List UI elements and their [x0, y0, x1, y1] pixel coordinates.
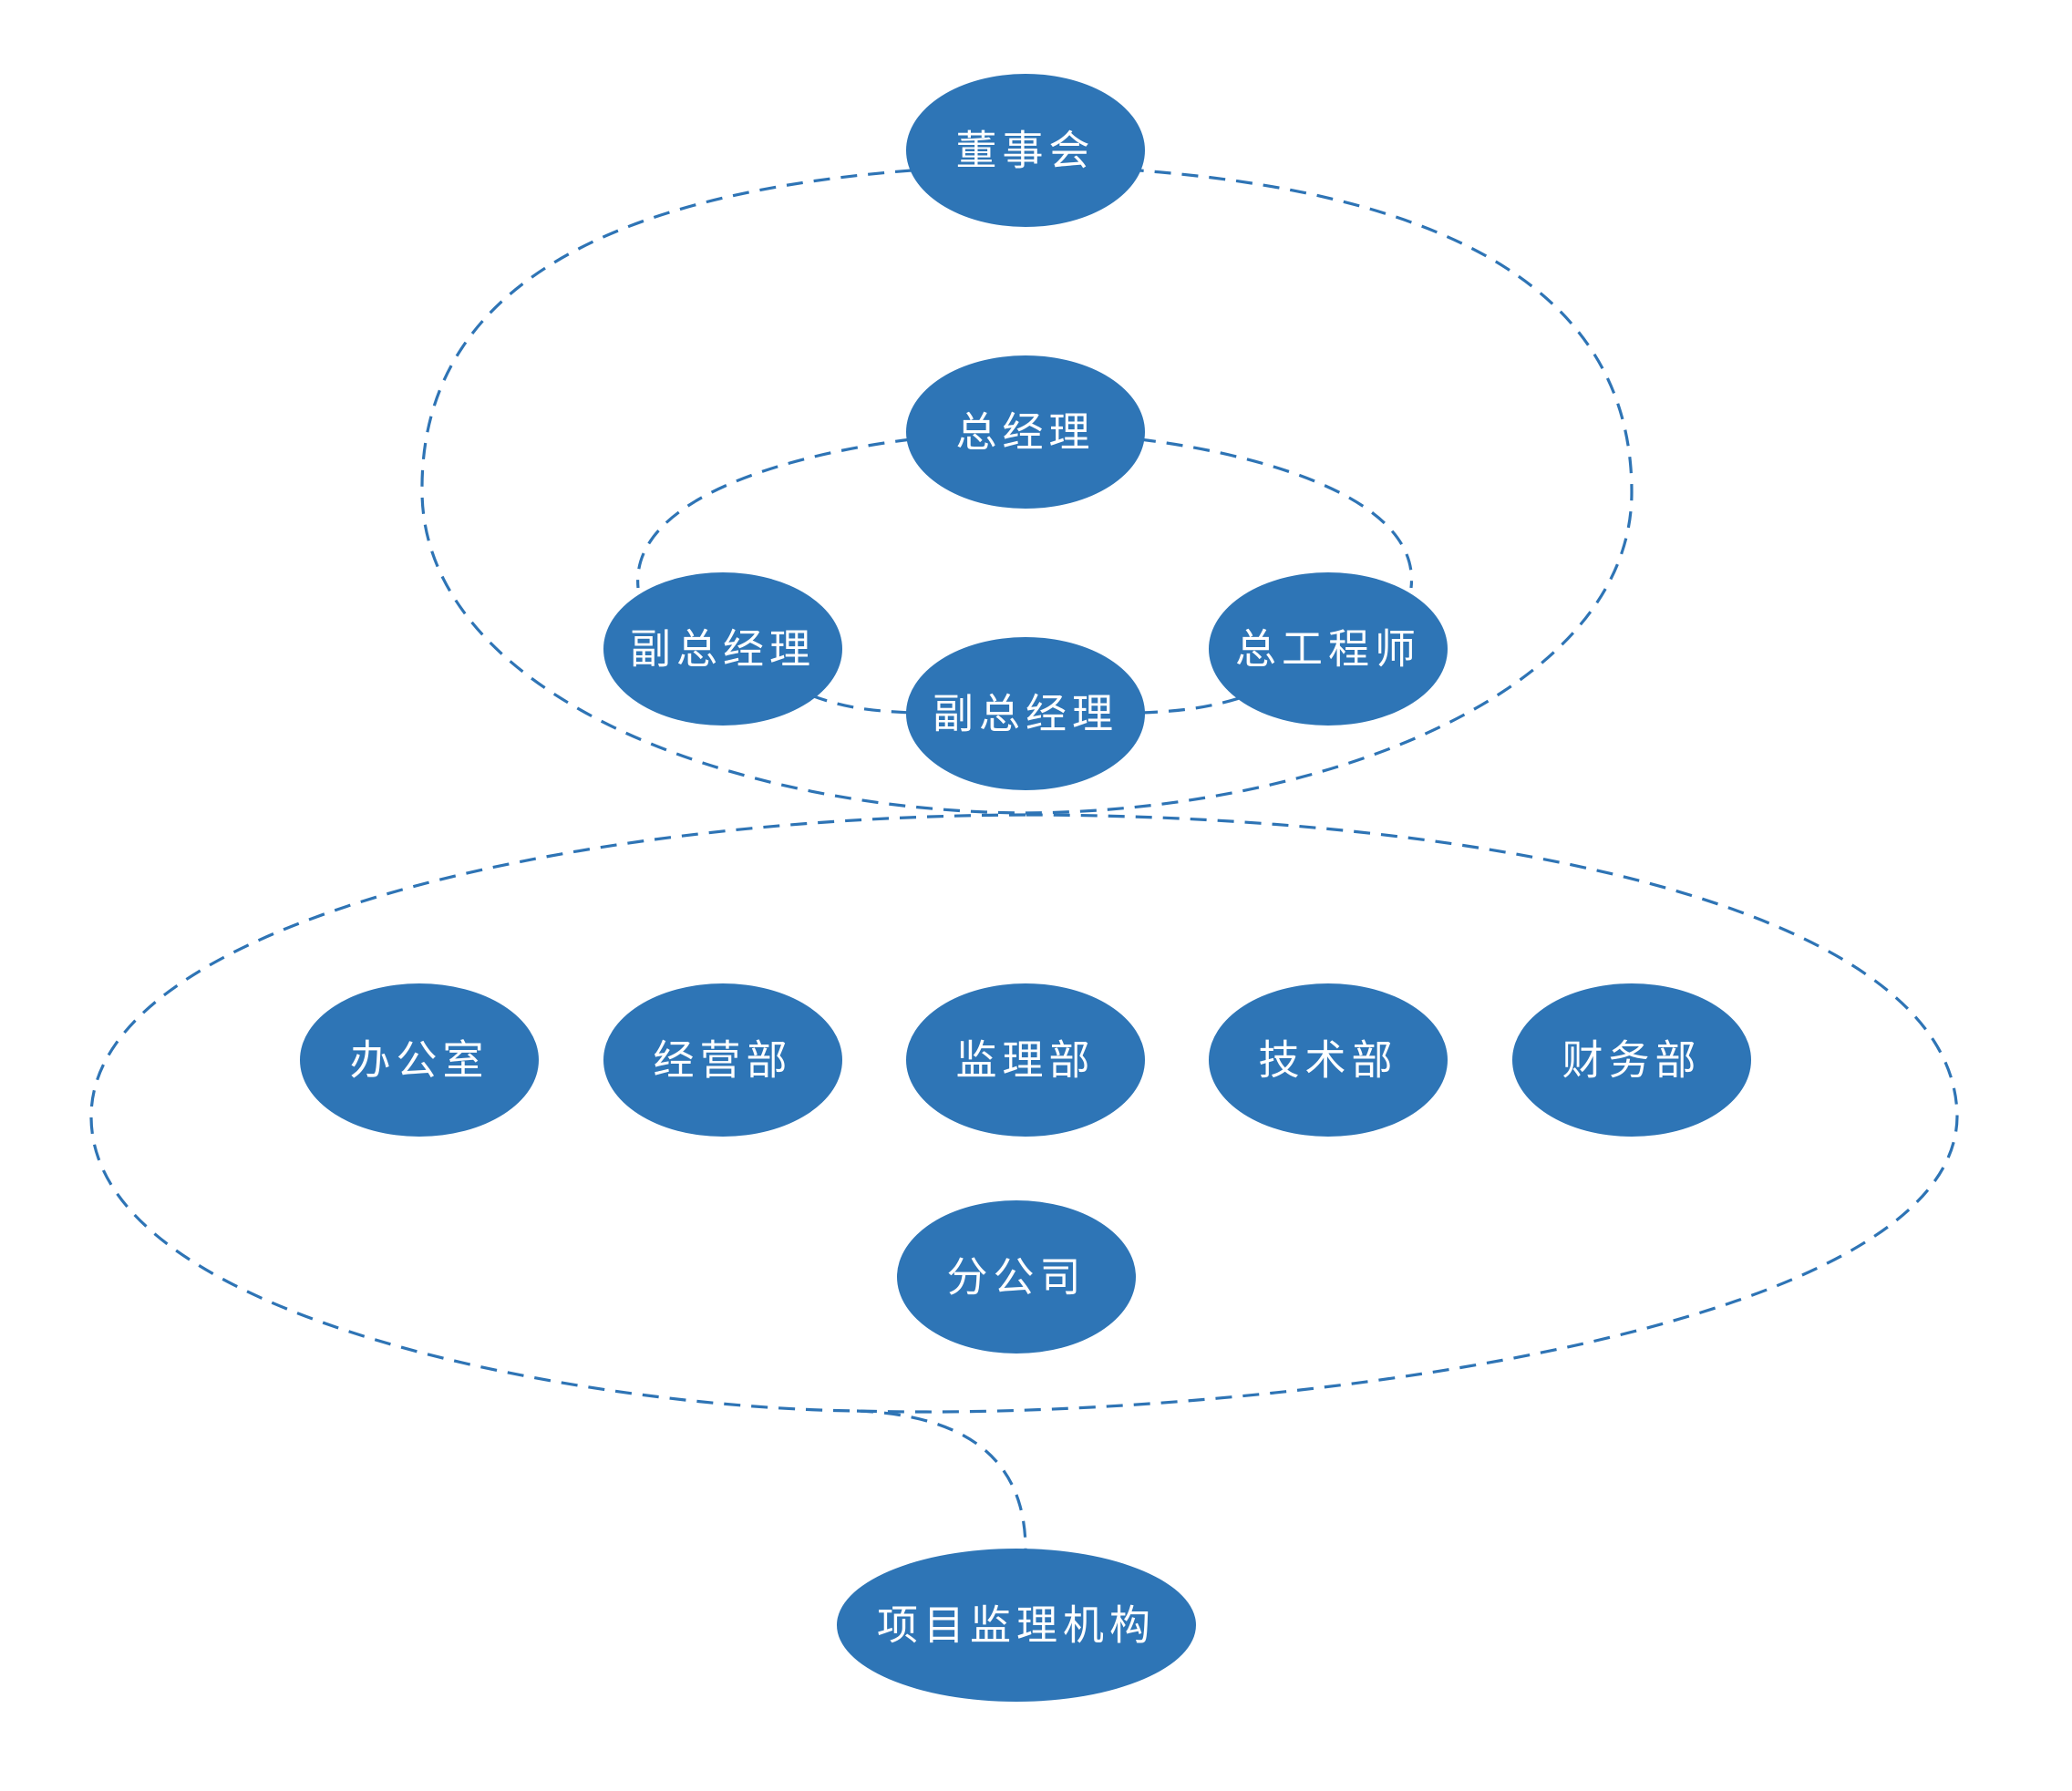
node-deputy-gm-center: 副总经理 — [906, 637, 1145, 790]
connector-project-agency — [856, 1409, 1027, 1550]
node-business-dept-shape — [603, 983, 842, 1137]
node-finance-dept-label: 财务部 — [1562, 1036, 1701, 1085]
node-deputy-gm-left-shape — [603, 572, 842, 726]
connector-deputy-left-center — [810, 694, 912, 715]
node-branch-label: 分公司 — [946, 1253, 1086, 1302]
node-chief-engineer-label: 总工程师 — [1235, 625, 1421, 674]
node-deputy-gm-center-shape — [906, 637, 1145, 790]
node-technical-dept-shape — [1209, 983, 1448, 1137]
node-deputy-gm-left: 副总经理 — [603, 572, 842, 726]
node-branch-shape — [897, 1200, 1136, 1354]
node-deputy-gm-left-label: 副总经理 — [630, 625, 816, 674]
connector-center-engineer — [1140, 693, 1252, 715]
node-board-shape — [906, 74, 1145, 227]
node-supervision-dept-label: 监理部 — [955, 1036, 1095, 1085]
node-business-dept: 经营部 — [603, 983, 842, 1137]
node-project-agency-shape — [837, 1549, 1196, 1702]
connector-department-loop — [89, 813, 1959, 1414]
node-office: 办公室 — [300, 983, 539, 1137]
node-board: 董事会 — [906, 74, 1145, 227]
connector-management-loop — [636, 437, 912, 589]
connector-board-loop — [420, 169, 1634, 815]
node-business-dept-label: 经营部 — [653, 1036, 792, 1085]
node-general-manager-label: 总经理 — [955, 408, 1095, 457]
node-office-label: 办公室 — [349, 1036, 489, 1085]
node-supervision-dept: 监理部 — [906, 983, 1145, 1137]
node-finance-dept: 财务部 — [1512, 983, 1751, 1137]
node-general-manager-shape — [906, 355, 1145, 509]
node-chief-engineer: 总工程师 — [1209, 572, 1448, 726]
node-project-agency-label: 项目监理机构 — [877, 1601, 1156, 1650]
node-general-manager: 总经理 — [906, 355, 1145, 509]
node-office-shape — [300, 983, 539, 1137]
node-project-agency: 项目监理机构 — [837, 1549, 1196, 1702]
node-technical-dept-label: 技术部 — [1258, 1036, 1397, 1085]
node-branch: 分公司 — [897, 1200, 1136, 1354]
connector-management-loop-right — [1139, 437, 1413, 589]
node-board-label: 董事会 — [955, 127, 1095, 175]
node-chief-engineer-shape — [1209, 572, 1448, 726]
node-technical-dept: 技术部 — [1209, 983, 1448, 1137]
node-supervision-dept-shape — [906, 983, 1145, 1137]
node-finance-dept-shape — [1512, 983, 1751, 1137]
node-deputy-gm-center-label: 副总经理 — [933, 690, 1118, 738]
